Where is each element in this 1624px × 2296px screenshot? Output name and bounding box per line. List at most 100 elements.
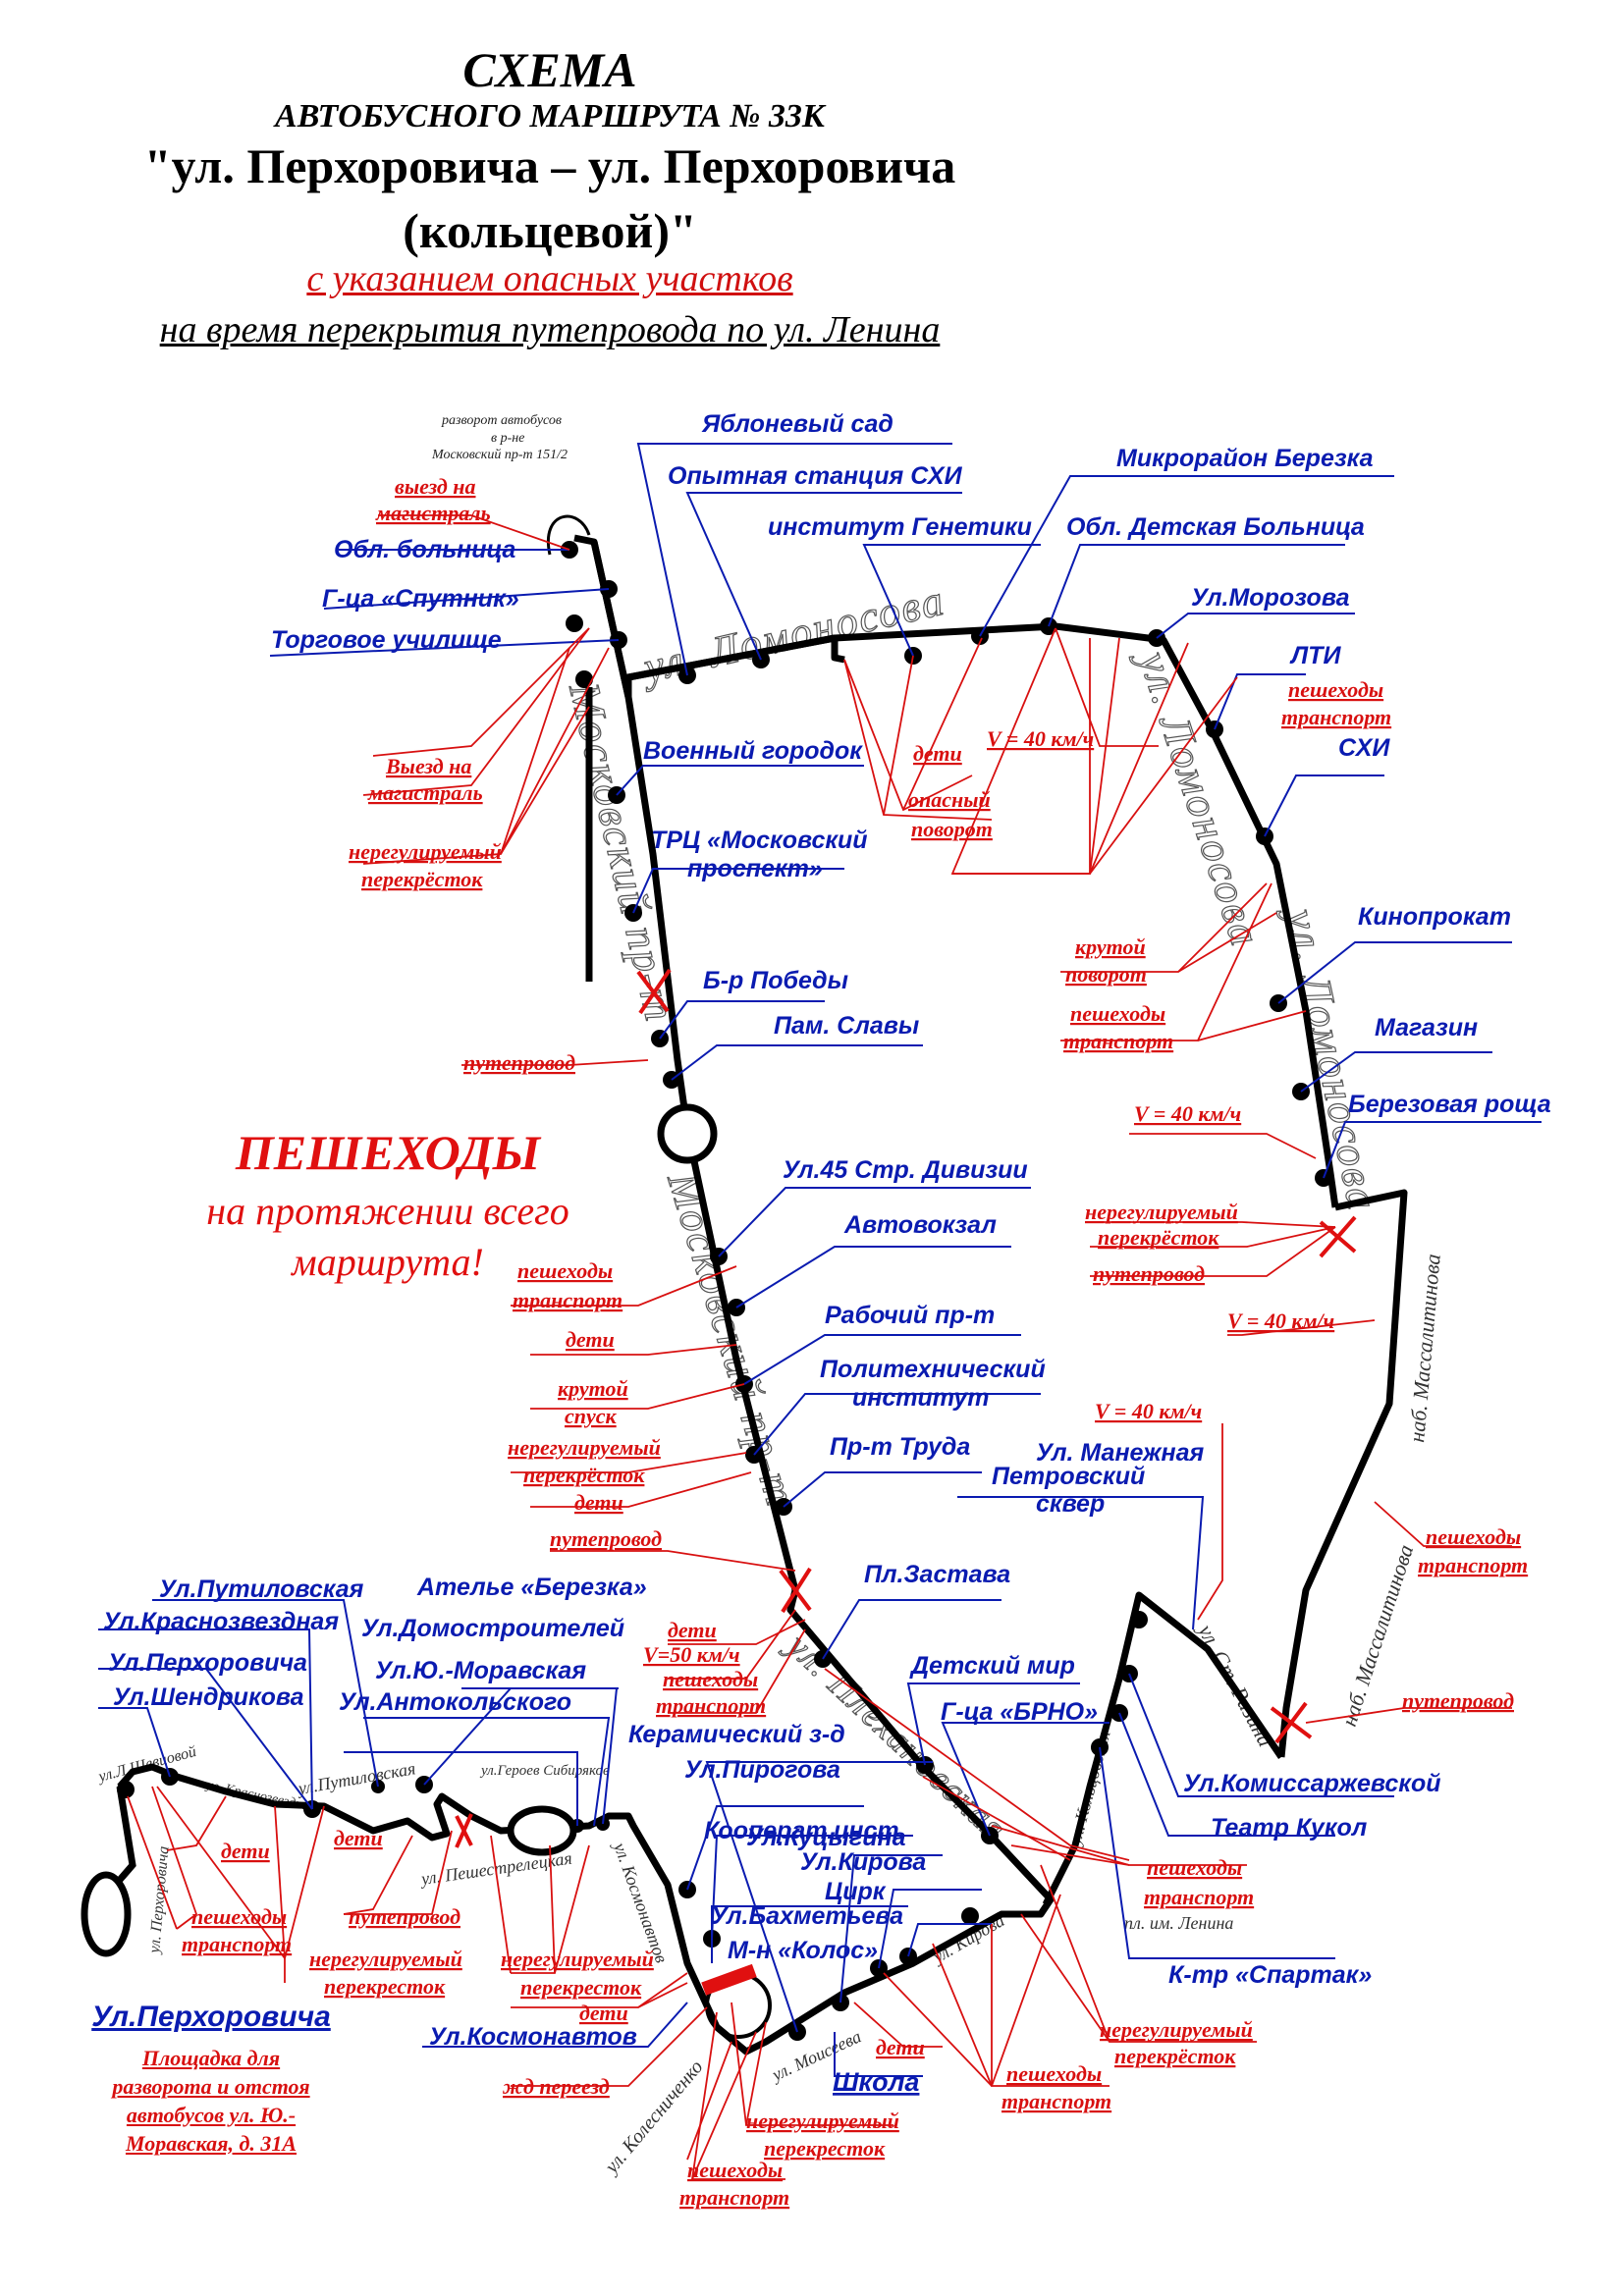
stop-dot <box>1130 1611 1148 1629</box>
roundabout-pam-slavy <box>657 1103 718 1164</box>
hazard-label: дети <box>221 1839 270 1863</box>
hazard-label: перекресток <box>764 2136 886 2161</box>
stop-trts-moskovsky-2: проспект» <box>687 855 823 882</box>
hazard-label: перекрёсток <box>523 1463 645 1487</box>
railway-crossing-mark <box>701 1963 757 1996</box>
stop-ul-45-str-divizii: Ул.45 Стр. Дивизии <box>783 1156 1028 1184</box>
route-name-line1: "ул. Перхоровича – ул. Перхоровича <box>143 138 956 193</box>
stop-ul-kosmonavtov: Ул.Космонавтов <box>429 2023 637 2051</box>
stop-opytnaya-stantsiya: Опытная станция СХИ <box>668 462 963 490</box>
stop-ul-shendrikova: Ул.Шендрикова <box>113 1683 304 1711</box>
hazard-label: транспорт <box>1001 2089 1111 2113</box>
hazard-label: путепровод <box>349 1904 460 1929</box>
hazard-label: дети <box>579 2001 628 2025</box>
turnaround-note: Московский пр-т 151/2 <box>431 448 568 462</box>
stop-pam-slavy: Пам. Славы <box>774 1012 919 1040</box>
turnaround-note: разворот автобусов <box>441 413 562 428</box>
route-name-line2: (кольцевой)" <box>403 203 697 258</box>
stop-detsky-mir: Детский мир <box>909 1652 1075 1680</box>
hazard-label: нерегулируемый <box>1085 1200 1238 1224</box>
hazard-label: V=50 км/ч <box>643 1642 740 1667</box>
pedestrians-warning-line2: на протяжении всего <box>206 1189 569 1233</box>
stop-ul-kutsygina: Ул.Куцыгина <box>746 1824 906 1851</box>
stop-ul-pirogova: Ул.Пирогова <box>684 1756 840 1784</box>
stop-berezovaya-roshcha: Березовая роща <box>1348 1091 1551 1118</box>
street-label-lomonosova-right: ул. Ломоносова <box>1128 642 1270 952</box>
hazard-label: жд переезд <box>502 2074 610 2099</box>
hazard-label: крутой <box>1075 934 1146 959</box>
terminal-branch <box>116 1786 136 1883</box>
stop-kooperat-inst: Кооперат.инст. <box>704 1817 905 1844</box>
street-label-geroev-sibiryakov: ул.Героев Сибиряков <box>479 1763 610 1779</box>
hazard-label: спуск <box>565 1404 618 1428</box>
map-title: СХЕМА <box>462 42 637 97</box>
hazard-label: путепровод <box>1093 1261 1205 1286</box>
terminal-note: Площадка для разворота и отстоя автобусо… <box>69 2044 353 2158</box>
street-label-massalitinova-1: наб. Массалитинова <box>1404 1253 1445 1443</box>
stop-ul-manezhnaya: Ул. Манежная <box>1036 1439 1205 1467</box>
hazard-label: V = 40 км/ч <box>1134 1101 1241 1126</box>
hazard-label: перекресток <box>520 1975 642 2000</box>
stop-institut-genetiki: институт Генетики <box>768 513 1032 541</box>
map-subtitle: АВТОБУСНОГО МАРШРУТА № 33К <box>275 98 825 134</box>
hazard-labels: выезд на магистраль Выезд на магистраль … <box>182 474 1528 2210</box>
hazard-label: нерегулируемый <box>746 2109 899 2133</box>
closure-subtitle: на время перекрытия путепровода по ул. Л… <box>159 309 941 350</box>
hazard-label: путепровод <box>1402 1688 1514 1713</box>
stop-petrovsky-skver-1: Петровский <box>992 1463 1145 1490</box>
stop-torgovoe-uchilishche: Торговое училище <box>271 626 502 654</box>
hazard-label: путепровод <box>463 1050 575 1075</box>
stop-dot <box>575 670 593 688</box>
stop-gostinitsa-brno: Г-ца «БРНО» <box>941 1698 1098 1726</box>
stop-lti: ЛТИ <box>1289 642 1341 669</box>
hazard-label: пешеходы <box>1288 677 1383 702</box>
overpass-marks <box>455 968 1357 1848</box>
hazard-label: транспорт <box>182 1932 292 1956</box>
hazard-label: перекрёсток <box>1114 2044 1236 2068</box>
hazard-label: дети <box>876 2035 925 2059</box>
street-label-putilovskaya: ул.Путиловская <box>295 1758 416 1798</box>
hazard-label: V = 40 км/ч <box>1227 1308 1334 1333</box>
hazard-label: транспорт <box>656 1693 766 1718</box>
hazard-label: пешеходы <box>687 2158 783 2182</box>
hazard-label: дети <box>913 741 962 766</box>
stop-dot <box>117 1781 135 1798</box>
hazard-label: транспорт <box>1281 705 1391 729</box>
stop-leader-lines <box>98 443 1542 2077</box>
stop-k-tr-spartak: К-тр «Спартак» <box>1168 1961 1372 1989</box>
stop-kinoprokat: Кинопрокат <box>1358 903 1511 931</box>
hazard-label: Выезд на <box>385 754 471 778</box>
stop-obl-bolnitsa: Обл. больница <box>334 536 515 563</box>
hazard-label: нерегулируемый <box>501 1947 654 1971</box>
stop-petrovsky-skver-2: сквер <box>1036 1490 1105 1518</box>
stop-yablonevy-sad: Яблоневый сад <box>701 410 893 438</box>
hazard-label: пешеходы <box>517 1258 613 1283</box>
hazard-label: пешеходы <box>1070 1001 1165 1026</box>
hazard-label: транспорт <box>1418 1553 1528 1577</box>
stop-teatr-kukol: Театр Кукол <box>1211 1814 1368 1842</box>
stop-voenny-gorodok: Военный городок <box>643 737 863 765</box>
hazard-label: дети <box>574 1490 623 1515</box>
stop-pl-zastava: Пл.Застава <box>864 1561 1010 1588</box>
terminal-title: Ул.Перхоровича <box>91 2001 331 2033</box>
stop-ul-komissarzhevskoy: Ул.Комиссаржевской <box>1183 1770 1441 1797</box>
hazard-label: выезд на <box>395 474 476 499</box>
hazard-leader-lines <box>127 514 1512 2180</box>
stop-rabochy-pr: Рабочий пр-т <box>825 1302 995 1329</box>
stop-ul-perkhorovicha: Ул.Перхоровича <box>108 1649 307 1677</box>
stop-avtovokzal: Автовокзал <box>843 1211 997 1239</box>
terminal-note-line: автобусов ул. Ю.- <box>126 2103 297 2127</box>
hazard-label: транспорт <box>1144 1885 1254 1909</box>
stop-ul-krasnozvezdnaya: Ул.Краснозвездная <box>103 1608 339 1635</box>
turnaround-note: в р-не <box>491 431 524 446</box>
hazard-label: дети <box>668 1618 717 1642</box>
hazard-label: дети <box>566 1327 615 1352</box>
hazard-label: пешеходы <box>1426 1524 1521 1549</box>
hazard-label: пешеходы <box>1006 2061 1102 2086</box>
stop-politekh-institut-2: институт <box>852 1384 990 1412</box>
hazard-label: нерегулируемый <box>508 1435 661 1460</box>
hazard-label: магистраль <box>375 501 491 525</box>
stop-magazin: Магазин <box>1375 1014 1478 1041</box>
hazard-label: транспорт <box>1063 1029 1173 1053</box>
